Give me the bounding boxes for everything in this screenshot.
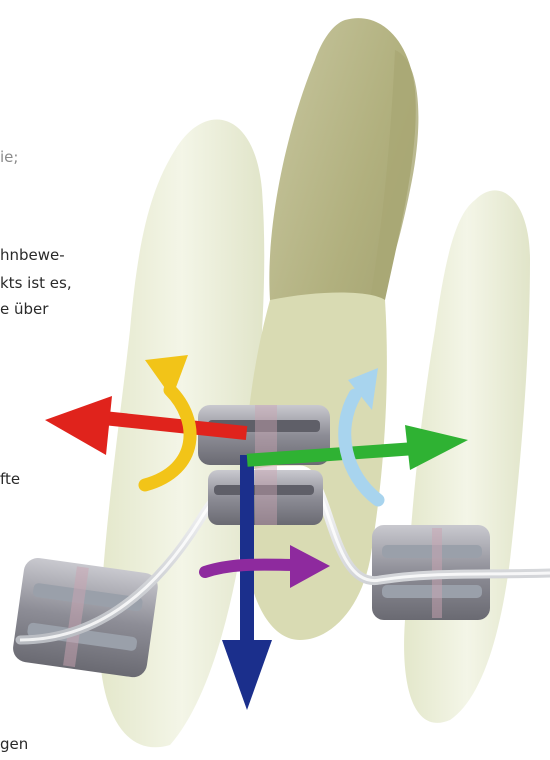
bracket-left — [11, 556, 159, 679]
